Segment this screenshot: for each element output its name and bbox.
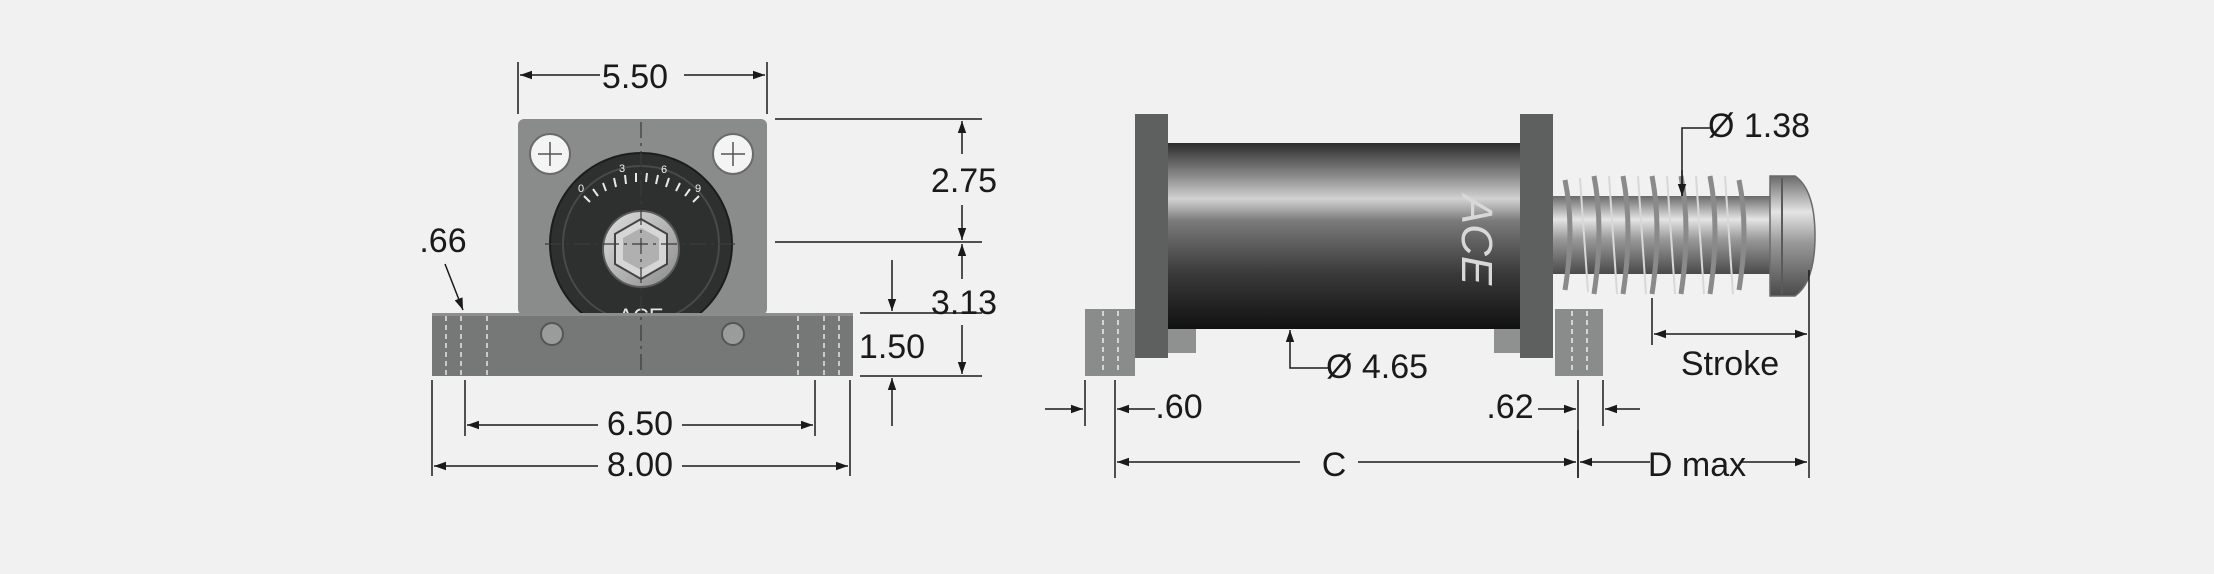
dim-hole-offset: .66 — [419, 222, 467, 311]
dim-hole-spacing: 6.50 — [464, 380, 816, 443]
dim-width-base: 8.00 — [431, 380, 851, 484]
dim-label-3-13: 3.13 — [931, 284, 997, 322]
base-bolt-right — [721, 322, 745, 346]
base-block-right — [1555, 309, 1603, 376]
front-view: 0 3 6 9 ACE — [419, 58, 997, 484]
dial-tick-0: 0 — [578, 183, 584, 195]
cylinder-body — [1165, 143, 1523, 329]
dim-label-c: C — [1322, 446, 1347, 484]
dial-tick-6: 6 — [661, 164, 667, 176]
base-block-left — [1085, 309, 1135, 376]
dial-tick-9: 9 — [695, 183, 701, 195]
dial-scale-marks — [583, 172, 700, 203]
dim-stroke: Stroke — [1651, 270, 1810, 478]
dial-tick-3: 3 — [619, 163, 625, 175]
dim-label-1-50: 1.50 — [859, 328, 925, 366]
dim-label-2-75: 2.75 — [931, 162, 997, 200]
base-hidden-lines — [445, 316, 840, 375]
dim-label-stroke: Stroke — [1681, 345, 1779, 383]
dim-label-d-max: D max — [1648, 446, 1746, 484]
dim-label-60: .60 — [1155, 388, 1202, 426]
dim-label-8-00: 8.00 — [607, 446, 673, 484]
dim-label-6-50: 6.50 — [607, 405, 673, 443]
side-view: ACE Ø 1.38 — [1045, 107, 1816, 484]
dim-lengths: C D max — [1117, 430, 1807, 484]
dim-label-62: .62 — [1486, 388, 1533, 426]
dim-heights: 2.75 3.13 1.50 — [775, 118, 997, 426]
dim-label-66: .66 — [419, 222, 466, 260]
return-spring — [1562, 175, 1747, 295]
dim-label-body-diameter: Ø 4.65 — [1326, 348, 1428, 386]
front-centerlines — [545, 122, 740, 375]
flange-left — [1135, 114, 1168, 358]
base-bolt-left — [540, 322, 564, 346]
dim-rod-diameter: Ø 1.38 — [1677, 107, 1810, 196]
body-brand-logo: ACE — [1452, 192, 1501, 286]
dim-label-5-50: 5.50 — [602, 58, 668, 96]
flange-right — [1520, 114, 1553, 358]
dim-flange-thickness: .60 .62 — [1045, 380, 1640, 478]
dim-width-top: 5.50 — [517, 58, 768, 114]
front-base — [432, 313, 853, 376]
dim-label-rod-diameter: Ø 1.38 — [1708, 107, 1810, 145]
dim-body-diameter: Ø 4.65 — [1285, 330, 1428, 386]
